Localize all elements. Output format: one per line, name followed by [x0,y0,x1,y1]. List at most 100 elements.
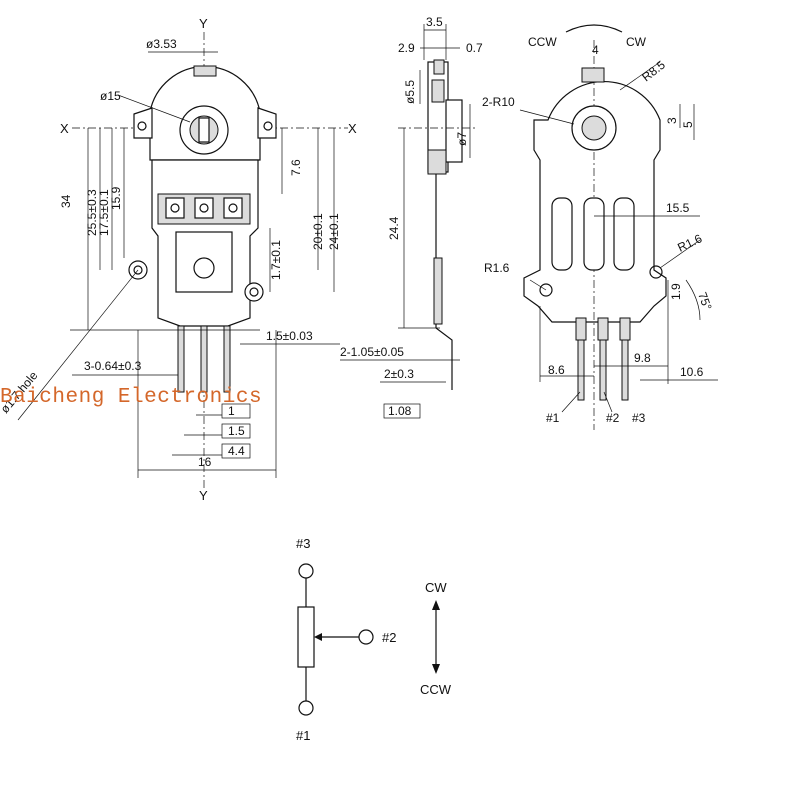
right-boss [244,282,264,302]
schematic-cw-label: CW [425,580,447,595]
pad-hole-2 [199,203,209,213]
schematic: #3 #2 #1 CW CCW [296,536,452,743]
back-shaft [581,115,607,141]
dim-29: 2.9 [398,41,415,55]
dim-5: 5 [681,121,695,128]
pin2-leader [603,391,613,413]
back-pin-base-3 [619,317,631,341]
angle-arc [685,279,701,321]
back-slot-1 [551,197,573,271]
axis-x-right-label: X [348,121,357,136]
front-pin-1 [177,325,185,393]
back-pin2-label: #2 [606,411,620,425]
left-ear-hole [137,121,147,131]
box-1 [221,403,251,419]
schematic-pin3-label: #3 [296,536,310,551]
shaft-slot [198,117,210,143]
r16a-leader [529,279,547,291]
back-ccw-label: CCW [528,35,557,49]
terminal-pad-3 [223,197,243,219]
hole-leader [17,269,139,421]
dim-175: 17.5±0.1 [97,189,111,236]
dim-44: 4.4 [228,444,245,458]
dim-16: 16 [198,455,212,469]
dim-r16b: R1.6 [675,231,704,255]
dim-07: 0.7 [466,41,483,55]
front-view: Y Y X X ø3.53 ø15 34 25.5±0.3 17.5±0.1 1… [0,16,357,503]
side-terminal [433,257,443,325]
dim-35: 3.5 [426,15,443,29]
d15-leader [117,94,191,123]
terminal-pad-2 [194,197,214,219]
cw-arrow-icon [432,600,440,610]
dim-2: 2±0.3 [384,367,414,381]
schematic-pin3-terminal [298,563,314,579]
dim-76: 7.6 [289,159,303,176]
dim-55: ø5.5 [403,80,417,104]
wiper-circle [193,257,215,279]
pad-hole-1 [170,203,180,213]
dim-106: 10.6 [680,365,704,379]
back-view: CCW CW 4 R8.5 2-R10 3 5 15.5 R1.6 R1.6 1… [482,24,718,430]
top-tab [193,65,217,77]
right-ear-hole [263,121,273,131]
dim-7: ø7 [455,132,469,146]
right-boss-hole [249,287,259,297]
back-slot-2 [583,197,605,271]
schematic-pin1-terminal [298,700,314,716]
side-top-tab [433,59,445,75]
r85-leader [619,61,661,91]
wiper-area [175,231,233,293]
dim-24: 24±0.1 [327,213,341,250]
dim-108: 1.08 [388,404,412,418]
back-pin1-label: #1 [546,411,560,425]
schematic-ccw-label: CCW [420,682,452,697]
dim-15b: 1.5±0.03 [266,329,313,343]
side-lower-block [427,149,447,175]
front-pin-2 [200,325,208,393]
r10-leader [519,109,575,125]
side-view: 3.5 2.9 0.7 ø5.5 ø7 24.4 2-1.05±0.05 2±0… [340,15,483,419]
dim-155: 15.5 [666,201,690,215]
schematic-pin2-label: #2 [382,630,396,645]
dim-34: 34 [59,194,73,208]
left-ear [133,107,153,139]
dim-r85: R8.5 [639,58,668,85]
dim-1: 1 [228,404,235,418]
r16b-leader [659,239,701,269]
axis-x-left-label: X [60,121,69,136]
schematic-pin2-terminal [358,629,374,645]
side-shaft [445,99,463,163]
dim-4: 4 [592,43,599,57]
dim-15c: 1.5 [228,424,245,438]
back-cw-label: CW [626,35,647,49]
dim-159: 15.9 [109,186,123,210]
dim-d15: ø15 [100,89,121,103]
dim-3: 3 [665,117,679,124]
dim-98: 9.8 [634,351,651,365]
side-bushing [431,79,445,103]
rotation-arc [565,24,623,33]
resistor-body [297,606,315,668]
dim-a75: 75° [695,290,714,312]
pin1-leader [561,391,581,413]
dim-19: 1.9 [669,283,683,300]
axis-y-top-label: Y [199,16,208,31]
dim-d353: ø3.53 [146,37,177,51]
terminal-pad-1 [165,197,185,219]
back-pin-2 [599,339,607,401]
back-pin-3 [621,339,629,401]
schematic-pin1-label: #1 [296,728,310,743]
back-hole-left [539,283,553,297]
back-pin3-label: #3 [632,411,646,425]
left-boss-hole [133,265,143,275]
dim-064: 3-0.64±0.3 [84,359,142,373]
box-108 [383,403,421,419]
right-ear [257,107,277,139]
watermark: Baicheng Electronics [0,386,263,409]
dim-105: 2-1.05±0.05 [340,345,404,359]
dim-86: 8.6 [548,363,565,377]
side-pin [435,327,453,390]
axis-y-bottom-label: Y [199,488,208,503]
